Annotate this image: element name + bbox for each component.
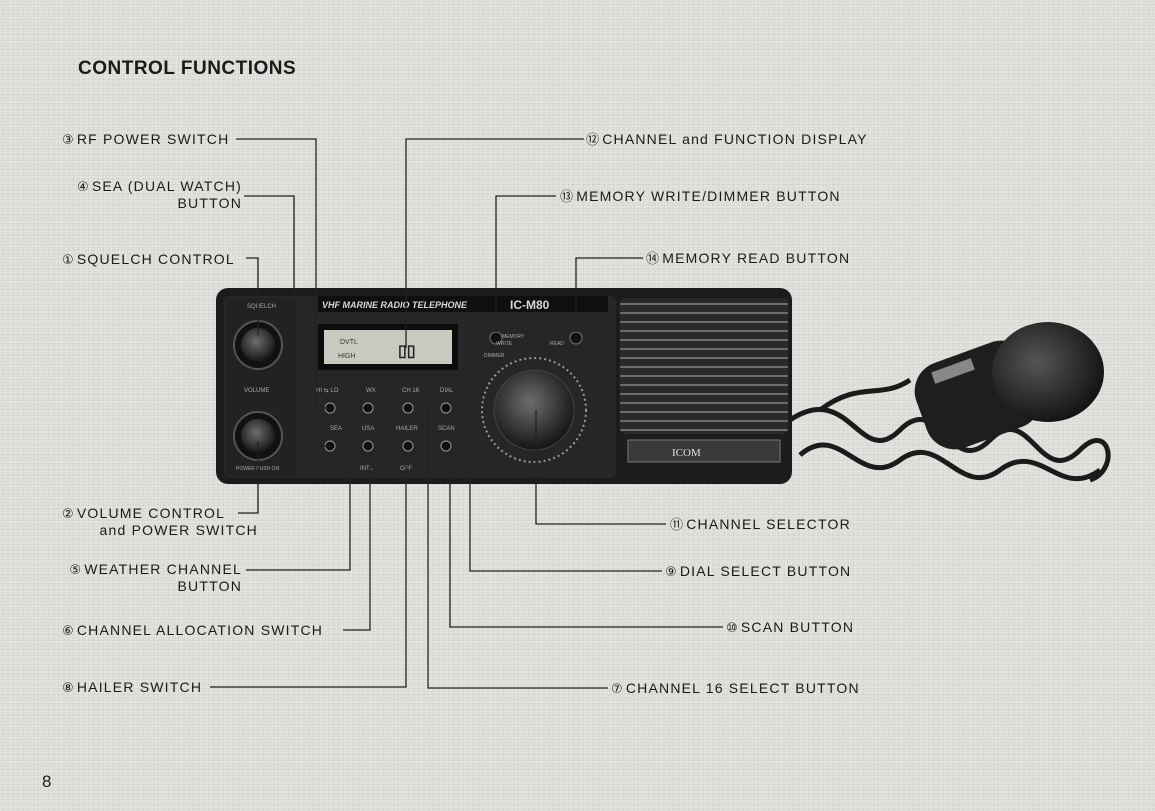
btn-label-hailer: HAILER	[396, 426, 418, 432]
callout-text: CHANNEL and FUNCTION DISPLAY	[602, 131, 868, 147]
callout-text: SCAN BUTTON	[740, 619, 855, 635]
callout-text: HAILER SWITCH	[76, 679, 203, 695]
btn-label-scan: SCAN	[438, 426, 455, 432]
callout-text-line2: BUTTON	[177, 195, 242, 211]
callout-number: ⑪	[670, 517, 685, 532]
btn-label-ch16: CH 16	[402, 388, 420, 394]
mic-cord	[788, 377, 1111, 483]
dial-button	[440, 402, 452, 414]
callout-number: ⑥	[62, 623, 75, 638]
page-number: 8	[42, 772, 52, 791]
channel-selector-knob	[493, 369, 575, 451]
callout-number: ⑧	[62, 680, 75, 695]
squelch-label: SQUELCH	[247, 304, 276, 310]
callout-text: CHANNEL 16 SELECT BUTTON	[625, 680, 860, 696]
callout-text: DIAL SELECT BUTTON	[679, 563, 852, 579]
icom-logo: ICOM	[672, 447, 701, 459]
squelch-knob	[241, 328, 275, 362]
callout-text: VOLUME CONTROL	[76, 505, 226, 521]
callout-text: RF POWER SWITCH	[76, 131, 230, 147]
radio-unit: VHF MARINE RADIO TELEPHONE IC-M80 SQUELC…	[216, 288, 792, 484]
callout-number: ⑭	[646, 251, 661, 266]
scan-button	[440, 440, 452, 452]
memory-label: MEMORY	[502, 334, 525, 340]
model-text: IC-M80	[510, 298, 550, 312]
brand-strip-text: VHF MARINE RADIO TELEPHONE	[322, 300, 468, 310]
volume-knob	[241, 419, 275, 453]
callout-number: ②	[62, 506, 75, 521]
btn-label-sea: SEA	[330, 426, 342, 432]
volume-label: VOLUME	[244, 388, 269, 394]
callout-number: ⑨	[665, 564, 678, 579]
callout-number: ④	[77, 179, 90, 194]
btn-label-usa: USA	[362, 426, 374, 432]
speaker-grille	[620, 298, 788, 434]
callout-number: ⑫	[586, 132, 601, 147]
callout-text-line2: and POWER SWITCH	[99, 522, 258, 538]
callout-number: ⑩	[726, 620, 739, 635]
btn-label-dial: DIAL	[440, 388, 454, 394]
callout-text: MEMORY READ BUTTON	[662, 250, 851, 266]
callout-number: ③	[62, 132, 75, 147]
callout-number: ⑦	[611, 681, 624, 696]
hailer-button	[402, 440, 414, 452]
read-label: READ	[550, 341, 564, 347]
callout-text-line2: BUTTON	[177, 578, 242, 594]
callout-number: ⑤	[69, 562, 83, 577]
callout-number: ①	[62, 252, 75, 267]
svg-text:▯▯: ▯▯	[398, 343, 416, 360]
btn-label-hilo: HI ⇆ LO	[316, 387, 339, 394]
usa-button	[362, 440, 374, 452]
callout-text: WEATHER CHANNEL	[84, 561, 242, 577]
wx-button	[362, 402, 374, 414]
btn-label-intl: INTL	[360, 466, 374, 472]
ch16-button	[402, 402, 414, 414]
page-title: CONTROL FUNCTIONS	[78, 58, 297, 79]
dimmer-label: DIMMER	[484, 353, 505, 359]
callout-number: ⑬	[560, 189, 575, 204]
callout-text: SQUELCH CONTROL	[76, 251, 235, 267]
write-label: WRITE	[496, 341, 513, 347]
callout-text: CHANNEL SELECTOR	[686, 516, 851, 532]
callout-text: SEA (DUAL WATCH)	[91, 178, 242, 194]
btn-label-wx: WX	[366, 388, 376, 394]
microphone	[914, 322, 1104, 450]
callout-text: MEMORY WRITE/DIMMER BUTTON	[576, 188, 841, 204]
lcd-dvtl: DVTL	[340, 339, 358, 346]
lcd-display	[324, 330, 452, 364]
callout-text: CHANNEL ALLOCATION SWITCH	[76, 622, 324, 638]
lcd-high: HIGH	[338, 353, 356, 360]
